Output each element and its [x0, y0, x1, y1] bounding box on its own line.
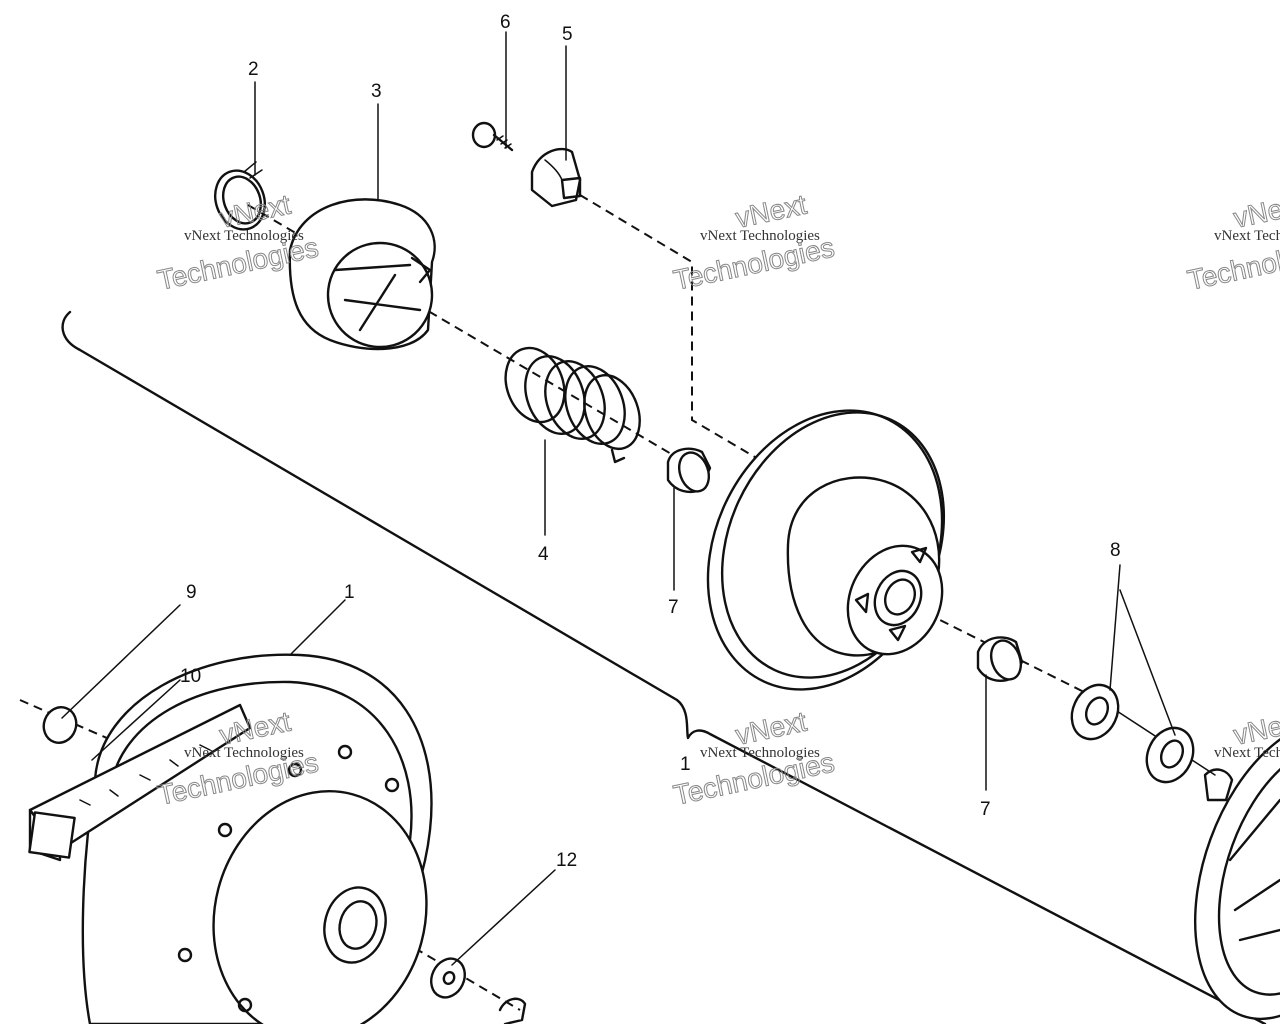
- watermark-2: vNext Technologies vNext Technologies: [670, 188, 837, 296]
- watermark-6: vNext Technologies vNext: [1214, 705, 1280, 761]
- washer-b-part: [1145, 726, 1195, 784]
- stationary-sheave-part: [1193, 719, 1280, 1021]
- bushing-lower-part: [976, 636, 1024, 682]
- svg-text:vNext Technologies: vNext Technologies: [184, 228, 304, 244]
- cam-part: [288, 198, 436, 351]
- screw-part: [471, 121, 514, 152]
- washer-small-part: [42, 706, 78, 744]
- svg-text:vNext Technologies: vNext Technologies: [700, 745, 820, 761]
- leader-12: [451, 869, 556, 966]
- slider-part: [530, 147, 582, 208]
- callout-7-lower: 7: [980, 799, 991, 820]
- leader-9: [61, 604, 181, 719]
- callout-7-upper: 7: [668, 597, 679, 618]
- callout-3: 3: [371, 81, 382, 102]
- svg-text:vNext Technologies: vNext Technologies: [1214, 745, 1280, 761]
- leader-1: [289, 599, 346, 656]
- callout-1-left: 1: [344, 582, 355, 603]
- svg-text:vNext Technologies: vNext Technologies: [184, 745, 304, 761]
- spring-part: [504, 346, 641, 464]
- drive-belt-part: [28, 703, 252, 862]
- callout-12: 12: [556, 850, 577, 871]
- callout-10: 10: [180, 666, 201, 687]
- washer-a-part: [1070, 683, 1120, 741]
- snap-ring-part: [214, 161, 266, 231]
- callout-8: 8: [1110, 540, 1121, 561]
- bushing-upper-part: [666, 447, 712, 494]
- svg-text:vNext Technologies: vNext Technologies: [700, 228, 820, 244]
- svg-text:vNext Technologies: vNext Technologies: [1214, 228, 1280, 244]
- callout-9: 9: [186, 582, 197, 603]
- assembly-bracket: [61, 310, 1267, 1024]
- axis-dash-pin: [579, 194, 761, 461]
- watermark-3: vNext Technologies vNext Technologies: [1184, 188, 1280, 296]
- washer-12-part: [430, 957, 466, 999]
- leader-10: [91, 679, 181, 761]
- callout-1-bracket: 1: [680, 754, 691, 775]
- callout-4: 4: [538, 544, 549, 565]
- bolt-part: [498, 997, 527, 1024]
- leader-8: [1109, 564, 1176, 736]
- axis-dash-upper: [247, 204, 691, 466]
- callout-5: 5: [562, 24, 573, 45]
- callout-2: 2: [248, 59, 259, 80]
- movable-sheave-part: [706, 409, 946, 691]
- callout-6: 6: [500, 12, 511, 33]
- watermark-5: vNext Technologies vNext Technologies: [670, 705, 837, 811]
